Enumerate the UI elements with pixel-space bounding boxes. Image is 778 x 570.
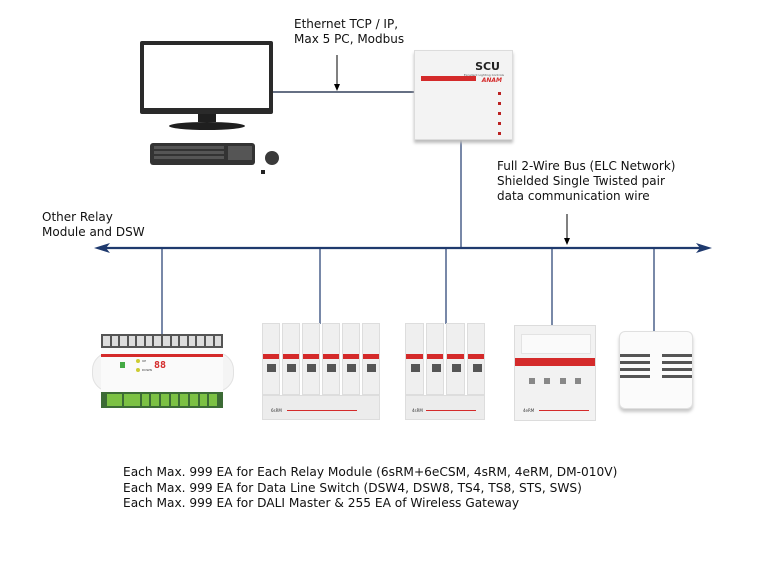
device-dm010v: 88 UP DOWN xyxy=(92,334,234,408)
4erm-model-label: 4eRM xyxy=(523,408,535,413)
bus-label-line-2: Shielded Single Twisted pair xyxy=(497,174,665,188)
ethernet-label-line-1: Ethernet TCP / IP, xyxy=(294,17,399,31)
device-dsw-switch xyxy=(619,331,693,409)
capacity-note-relay: Each Max. 999 EA for Each Relay Module (… xyxy=(123,465,618,479)
ethernet-arrow-head xyxy=(334,84,340,91)
other-label-line-2: Module and DSW xyxy=(42,225,145,239)
mouse xyxy=(265,151,279,165)
capacity-note-dali: Each Max. 999 EA for DALI Master & 255 E… xyxy=(123,496,520,510)
usb-dongle xyxy=(261,170,265,174)
device-6srm-6ecsm: 6sRM xyxy=(262,323,380,420)
pc-icon xyxy=(140,41,279,174)
monitor-stand xyxy=(169,122,245,130)
bus-label-arrow-head xyxy=(564,238,570,245)
bus-label-line-1: Full 2-Wire Bus (ELC Network) xyxy=(497,159,676,173)
scu-title: SCU xyxy=(475,60,500,73)
capacity-note-switch: Each Max. 999 EA for Data Line Switch (D… xyxy=(123,480,582,495)
dm-tag-up: UP xyxy=(142,359,147,363)
bus-label: Full 2-Wire Bus (ELC Network) Shielded S… xyxy=(497,159,675,204)
bus-label-line-3: data communication wire xyxy=(497,189,650,203)
scu-brand: ANAM xyxy=(481,77,502,84)
ethernet-label: Ethernet TCP / IP, Max 5 PC, Modbus xyxy=(294,17,404,47)
scu-red-band xyxy=(421,76,476,81)
4srm-model-label: 4sRM xyxy=(412,408,423,413)
bus-arrow-right xyxy=(696,243,712,253)
monitor-screen xyxy=(144,45,269,108)
scu-controller: SCU Excellent Lighting Controls ANAM xyxy=(414,50,513,140)
monitor-neck xyxy=(198,114,216,122)
device-4erm: 4eRM xyxy=(514,325,596,421)
other-label-line-1: Other Relay xyxy=(42,210,113,224)
scu-leds xyxy=(498,92,502,135)
keyboard-keys xyxy=(154,146,252,160)
other-modules-label: Other Relay Module and DSW xyxy=(42,210,145,240)
bus-arrow-left xyxy=(94,243,110,253)
capacity-notes: Each Max. 999 EA for Each Relay Module (… xyxy=(123,465,617,512)
dm-tag-down: DOWN xyxy=(142,368,152,372)
scu-subtitle: Excellent Lighting Controls xyxy=(463,73,504,77)
ethernet-label-line-2: Max 5 PC, Modbus xyxy=(294,32,405,46)
device-4srm: 4sRM xyxy=(405,323,485,420)
6srm-model-label: 6sRM xyxy=(271,408,282,413)
dm-display: 88 xyxy=(154,360,167,371)
